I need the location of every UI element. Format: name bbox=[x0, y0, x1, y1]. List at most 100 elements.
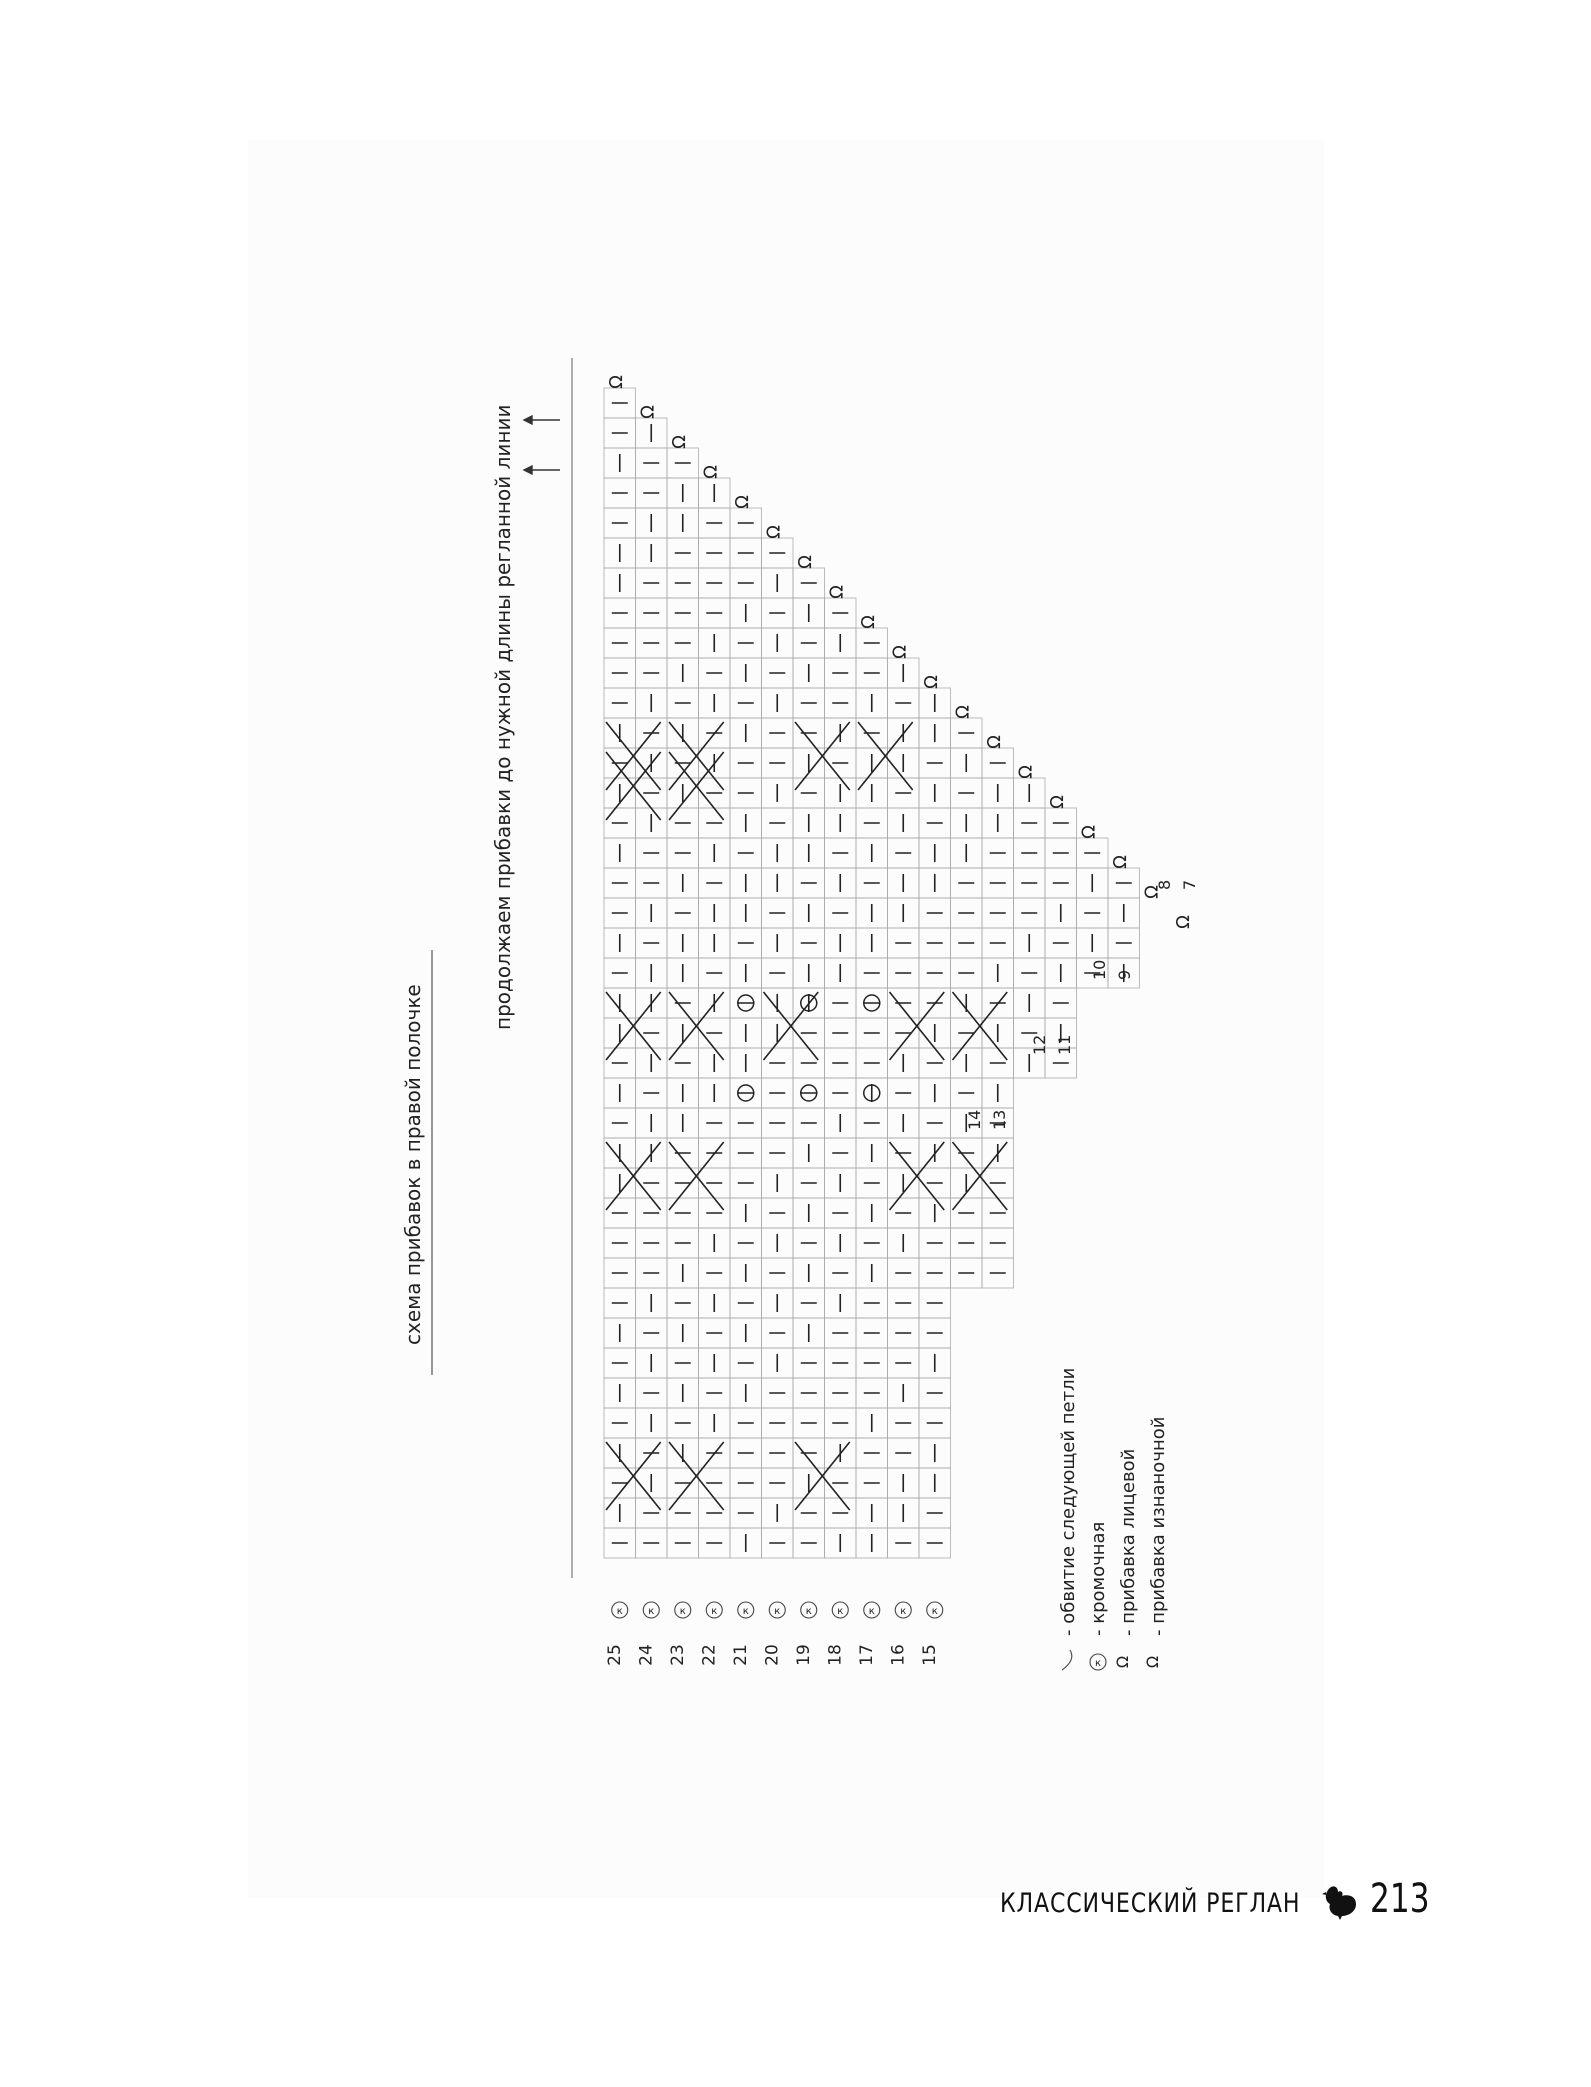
edge-stitch-letter: к bbox=[1095, 1658, 1101, 1669]
cable-cross-mark bbox=[794, 1441, 851, 1511]
increase-symbol: Ω bbox=[1078, 825, 1099, 839]
hen-icon bbox=[1322, 1886, 1356, 1920]
edge-stitch-icon bbox=[1089, 1653, 1107, 1671]
increase-symbol: Ω bbox=[889, 645, 910, 659]
legend-label: - кромочная bbox=[1088, 1522, 1109, 1636]
row-number: 24 bbox=[636, 1644, 656, 1666]
edge-stitch-icon bbox=[894, 1601, 912, 1619]
section-title: КЛАССИЧЕСКИЙ РЕГЛАН bbox=[1000, 1888, 1301, 1919]
edge-stitch-letter: к bbox=[648, 1606, 654, 1617]
increase-symbol: Ω bbox=[700, 465, 721, 479]
edge-stitch-icon bbox=[737, 1601, 755, 1619]
increase-symbol: Ω bbox=[1173, 915, 1194, 929]
step-row-label: 12 bbox=[1030, 1035, 1049, 1055]
increase-symbol: Ω bbox=[1047, 795, 1068, 809]
edge-stitch-letter: к bbox=[680, 1606, 686, 1617]
row-number: 18 bbox=[825, 1644, 845, 1666]
increase-symbol: Ω bbox=[606, 375, 627, 389]
step-row-label: 9 bbox=[1115, 970, 1134, 980]
edge-stitch-letter: к bbox=[743, 1606, 749, 1617]
stitch-cell bbox=[981, 1257, 1014, 1289]
step-row-label: 14 bbox=[965, 1110, 984, 1130]
cable-cross-mark bbox=[605, 1441, 662, 1511]
yarn-over-mark bbox=[863, 994, 881, 1012]
stitch-cell bbox=[1107, 957, 1140, 989]
increase-symbol: Ω bbox=[952, 705, 973, 719]
edge-stitch-icon bbox=[611, 1601, 629, 1619]
increase-symbol: Ω bbox=[763, 525, 784, 539]
legend-label: - обвитие следующей петли bbox=[1058, 1368, 1079, 1636]
yarn-over-mark bbox=[800, 994, 818, 1012]
cable-cross-mark bbox=[668, 1441, 725, 1511]
edge-stitch-icon bbox=[926, 1601, 944, 1619]
row-number: 21 bbox=[731, 1644, 751, 1666]
increase-symbol: Ω bbox=[858, 615, 879, 629]
yarn-over-mark bbox=[800, 1084, 818, 1102]
edge-stitch-letter: к bbox=[617, 1606, 623, 1617]
cable-cross-mark bbox=[857, 721, 914, 791]
step-row-label: 13 bbox=[990, 1110, 1009, 1130]
increase-symbol: Ω bbox=[669, 435, 690, 449]
row-number: 17 bbox=[857, 1644, 877, 1666]
yarn-over-mark bbox=[863, 1084, 881, 1102]
cable-cross-mark bbox=[668, 721, 725, 791]
increase-symbol: Ω bbox=[1141, 885, 1162, 899]
cable-cross-mark bbox=[888, 991, 945, 1061]
row-number: 20 bbox=[762, 1644, 782, 1666]
cable-cross-mark bbox=[668, 751, 725, 821]
increase-symbol: Ω bbox=[1110, 855, 1131, 869]
increase-knit-icon: Ω bbox=[1113, 1656, 1132, 1668]
row-number: 16 bbox=[888, 1644, 908, 1666]
edge-stitch-icon bbox=[674, 1601, 692, 1619]
edge-stitch-icon bbox=[768, 1601, 786, 1619]
row-number: 15 bbox=[920, 1644, 940, 1666]
legend-label: - прибавка лицевой bbox=[1118, 1449, 1139, 1636]
edge-stitch-letter: к bbox=[774, 1606, 780, 1617]
edge-stitch-letter: к bbox=[806, 1606, 812, 1617]
stitch-cell bbox=[918, 1527, 951, 1559]
increase-symbol: Ω bbox=[984, 735, 1005, 749]
edge-stitch-letter: к bbox=[837, 1606, 843, 1617]
row-number: 25 bbox=[605, 1644, 625, 1666]
cable-cross-mark bbox=[605, 721, 662, 791]
cable-cross-mark bbox=[951, 1141, 1008, 1211]
row-number: 22 bbox=[699, 1644, 719, 1666]
edge-stitch-icon bbox=[831, 1601, 849, 1619]
edge-stitch-icon bbox=[863, 1601, 881, 1619]
arrow-icon bbox=[522, 414, 560, 476]
step-row-label: 7 bbox=[1180, 880, 1199, 890]
edge-stitch-icon bbox=[705, 1601, 723, 1619]
chart-title: схема прибавок в правой полочке bbox=[401, 984, 425, 1345]
cable-cross-mark bbox=[605, 751, 662, 821]
page-footer: КЛАССИЧЕСКИЙ РЕГЛАН 213 bbox=[1000, 1870, 1440, 1930]
row-number: 23 bbox=[668, 1644, 688, 1666]
step-row-label: 10 bbox=[1090, 960, 1109, 980]
edge-stitch-letter: к bbox=[932, 1606, 938, 1617]
cable-cross-mark bbox=[605, 991, 662, 1061]
increase-symbol: Ω bbox=[795, 555, 816, 569]
increase-symbol: Ω bbox=[1015, 765, 1036, 779]
legend-label: - прибавка изнаночной bbox=[1148, 1417, 1169, 1636]
increase-symbol: Ω bbox=[637, 405, 658, 419]
cable-cross-mark bbox=[888, 1141, 945, 1211]
increase-symbol: Ω bbox=[826, 585, 847, 599]
edge-stitch-icon bbox=[800, 1601, 818, 1619]
edge-stitch-letter: к bbox=[869, 1606, 875, 1617]
cable-cross-mark bbox=[668, 1141, 725, 1211]
chart-title-group: схема прибавок в правой полочке bbox=[401, 950, 433, 1375]
step-row-label: 8 bbox=[1155, 880, 1174, 890]
chart-note: продолжаем прибавки до нужной длины регл… bbox=[491, 405, 515, 1030]
edge-stitch-letter: к bbox=[711, 1606, 717, 1617]
yarn-over-mark bbox=[737, 1084, 755, 1102]
edge-stitch-icon bbox=[642, 1601, 660, 1619]
stitch-cell bbox=[1044, 1047, 1077, 1079]
increase-purl-icon: Ω bbox=[1143, 1656, 1162, 1668]
step-row-label: 11 bbox=[1055, 1035, 1074, 1055]
increase-symbol: Ω bbox=[921, 675, 942, 689]
page-number: 213 bbox=[1370, 1876, 1430, 1922]
cable-cross-mark bbox=[951, 991, 1008, 1061]
